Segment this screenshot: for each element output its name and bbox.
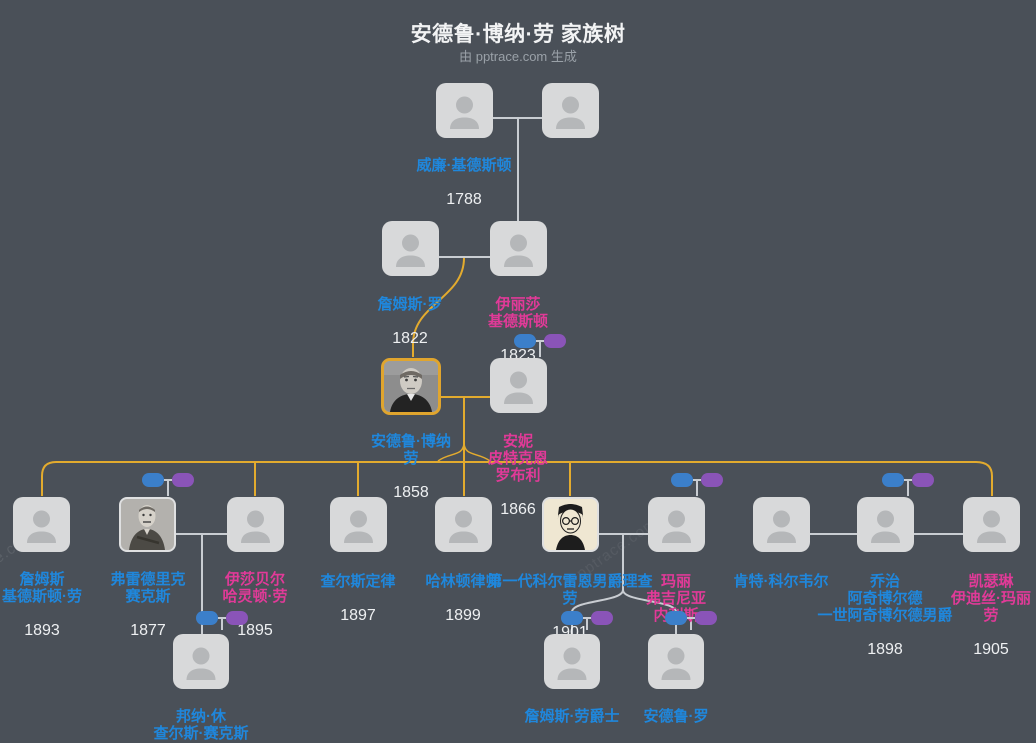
avatar-icon [871, 510, 900, 543]
parents-toggle-frederick[interactable] [142, 473, 194, 487]
person-node-eliza[interactable] [490, 221, 547, 276]
pill-connector [904, 479, 912, 481]
parents-toggle-bonar-hugh[interactable] [196, 611, 248, 625]
avatar-icon [767, 510, 796, 543]
person-node-william[interactable] [436, 83, 493, 138]
parents-toggle-george[interactable] [882, 473, 934, 487]
avatar-icon [241, 510, 270, 543]
avatar-icon [186, 647, 216, 680]
mother-pill-icon[interactable] [591, 611, 613, 625]
father-pill-icon[interactable] [196, 611, 218, 625]
mother-pill-icon[interactable] [226, 611, 248, 625]
father-pill-icon[interactable] [561, 611, 583, 625]
pill-connector [536, 340, 544, 342]
avatar-icon [504, 371, 533, 404]
avatar-icon [344, 510, 373, 543]
avatar-icon [504, 234, 533, 267]
parents-toggle-andrew-roe[interactable] [665, 611, 717, 625]
person-node-charles[interactable] [330, 497, 387, 552]
father-pill-icon[interactable] [665, 611, 687, 625]
pill-connector [687, 617, 695, 619]
parents-toggle-annie[interactable] [514, 334, 566, 348]
father-pill-icon[interactable] [671, 473, 693, 487]
person-node-catherine[interactable] [963, 497, 1020, 552]
person-node-andrew-bonar-law[interactable] [381, 358, 441, 415]
pill-connector [164, 479, 172, 481]
andrew-portrait-photo [384, 361, 438, 412]
mother-pill-icon[interactable] [701, 473, 723, 487]
avatar-icon [557, 647, 587, 680]
person-node-richard[interactable] [542, 497, 599, 552]
father-pill-icon[interactable] [514, 334, 536, 348]
person-node-george[interactable] [857, 497, 914, 552]
mother-pill-icon[interactable] [912, 473, 934, 487]
richard-portrait-sketch [544, 499, 597, 550]
avatar-icon [661, 647, 691, 680]
avatar-icon [449, 510, 478, 543]
person-node-harrington[interactable] [435, 497, 492, 552]
avatar-icon [556, 96, 585, 129]
person-node-james-kidston[interactable] [13, 497, 70, 552]
pill-connector [583, 617, 591, 619]
person-node-annie[interactable] [490, 358, 547, 413]
father-pill-icon[interactable] [882, 473, 904, 487]
avatar-icon [396, 234, 425, 267]
person-node-kent[interactable] [753, 497, 810, 552]
person-node-andrew-roe[interactable] [648, 634, 704, 689]
person-node-frederick[interactable] [119, 497, 176, 552]
person-node-isabel[interactable] [227, 497, 284, 552]
person-node-mary[interactable] [648, 497, 705, 552]
page-subtitle: 由 pptrace.com 生成 [459, 49, 577, 64]
father-pill-icon[interactable] [142, 473, 164, 487]
person-node-spouse-of-william[interactable] [542, 83, 599, 138]
avatar-icon [662, 510, 691, 543]
mother-pill-icon[interactable] [172, 473, 194, 487]
avatar-icon [977, 510, 1006, 543]
page-title: 安德鲁·博纳·劳 家族树 [410, 23, 626, 46]
mother-pill-icon[interactable] [544, 334, 566, 348]
pill-connector [218, 617, 226, 619]
person-node-james-roe[interactable] [382, 221, 439, 276]
parents-toggle-james-law-kt[interactable] [561, 611, 613, 625]
avatar-icon [450, 96, 479, 129]
person-node-bonar-hugh[interactable] [173, 634, 229, 689]
avatar-icon [27, 510, 56, 543]
person-node-james-law-kt[interactable] [544, 634, 600, 689]
frederick-portrait-photo [121, 499, 174, 550]
parents-toggle-mary[interactable] [671, 473, 723, 487]
pill-connector [693, 479, 701, 481]
mother-pill-icon[interactable] [695, 611, 717, 625]
